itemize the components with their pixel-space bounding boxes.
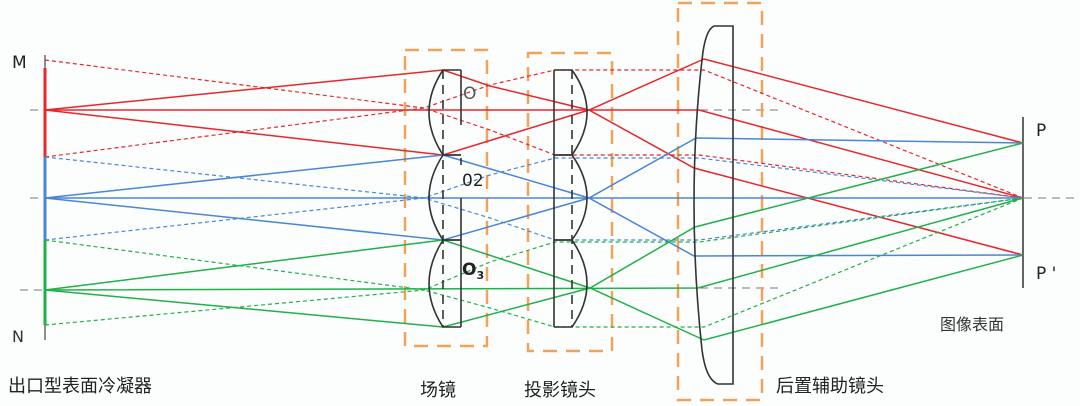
blue-rays [44,137,1024,257]
blue-dashed-ray [44,157,1024,241]
label-O3-main: O [462,260,477,280]
blue-dashed-ray [44,156,1024,241]
red-ray [45,109,1024,199]
label-P-prime: P ' [1036,264,1057,284]
label-O2: 02 [462,171,484,191]
label-O3-subscript: 3 [476,269,485,282]
caption-condenser: 出口型表面冷凝器 [8,376,152,397]
projection-lenslet-1 [554,69,588,156]
green-dashed-ray [44,197,1024,328]
caption-projection-lens: 投影镜头 [524,380,596,401]
field-lens-array [428,69,462,328]
green-dashed-ray [44,197,1024,326]
field-lenslet-2 [428,154,461,241]
projection-lens-box [526,51,614,353]
red-dashed-rays [44,59,1024,199]
green-dashed-rays [44,197,1024,328]
green-rays [44,142,1024,341]
label-O3: O3 [462,260,484,282]
label-M: M [12,53,27,73]
projection-lenslet-2 [554,154,588,241]
optical-axes [20,109,1075,291]
red-dashed-ray [44,69,1024,199]
red-ray [44,69,1024,256]
caption-rear-aux-lens: 后置辅助镜头 [776,376,884,397]
blue-dashed-rays [44,156,1024,241]
projection-lens-array [553,69,588,328]
blue-ray [44,137,1024,241]
projection-lenslet-3 [554,239,588,328]
rear-aux-lens [693,25,734,385]
label-O1: O [463,84,477,104]
label-P: P [1036,121,1047,141]
red-rays [44,58,1024,256]
red-dashed-ray [44,59,1024,199]
label-N: N [12,327,24,346]
green-ray [44,142,1024,328]
field-lenslet-1 [428,69,461,156]
rear-aux-lens-box [676,1,764,402]
caption-field-lens: 场镜 [420,380,456,401]
blue-ray [44,154,1024,257]
caption-image-surface: 图像表面 [940,315,1005,334]
field-lenslet-3 [428,239,461,328]
green-ray [44,197,1024,291]
